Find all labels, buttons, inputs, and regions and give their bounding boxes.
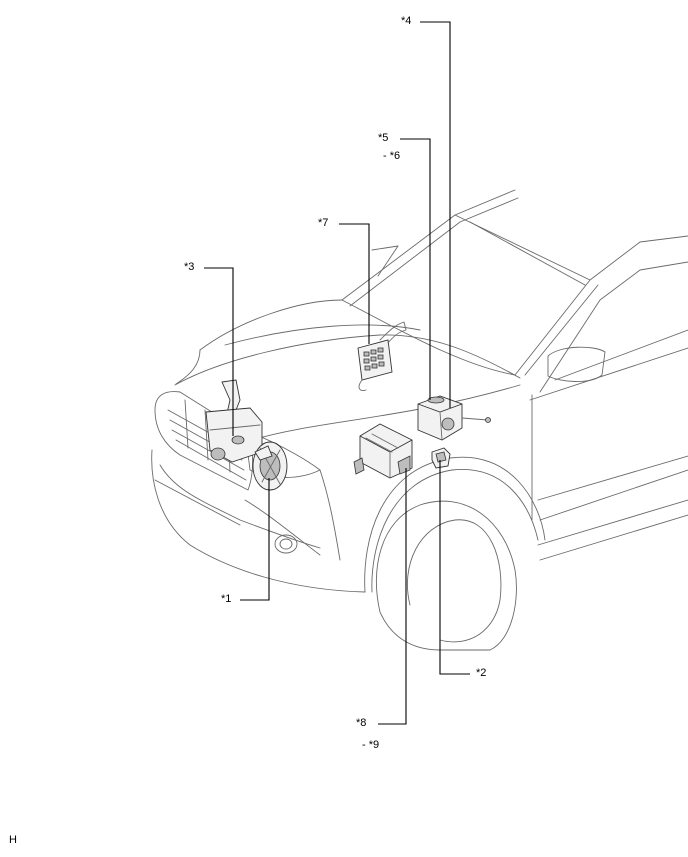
leader-lines — [204, 21, 470, 725]
callout-4: *4 — [401, 15, 412, 27]
component-3-air-intake — [205, 379, 263, 463]
leader-line-3 — [204, 267, 234, 436]
callout-7: *7 — [318, 217, 329, 229]
callout-1: *1 — [221, 593, 232, 605]
component-4-brake-actuator — [417, 395, 491, 441]
component-8-relay-block — [353, 423, 413, 479]
component-2-sensor — [431, 447, 451, 469]
callout-3: *3 — [184, 261, 195, 273]
callout-2: *2 — [476, 667, 487, 679]
component-1-alternator — [252, 441, 288, 491]
callout-8: *8 — [356, 717, 367, 729]
component-7-connector — [357, 321, 407, 391]
leader-line-8 — [378, 468, 407, 725]
vehicle-body — [151, 189, 688, 651]
leader-line-1 — [240, 478, 270, 601]
leader-line-4 — [420, 21, 451, 408]
leader-line-7 — [339, 223, 370, 344]
corner-mark: H — [9, 834, 17, 846]
callout-5: *5 — [378, 132, 389, 144]
leader-line-5 — [400, 138, 431, 400]
leader-line-2 — [439, 460, 470, 675]
callout-6: - *6 — [383, 150, 401, 162]
callout-9: - *9 — [362, 739, 380, 751]
